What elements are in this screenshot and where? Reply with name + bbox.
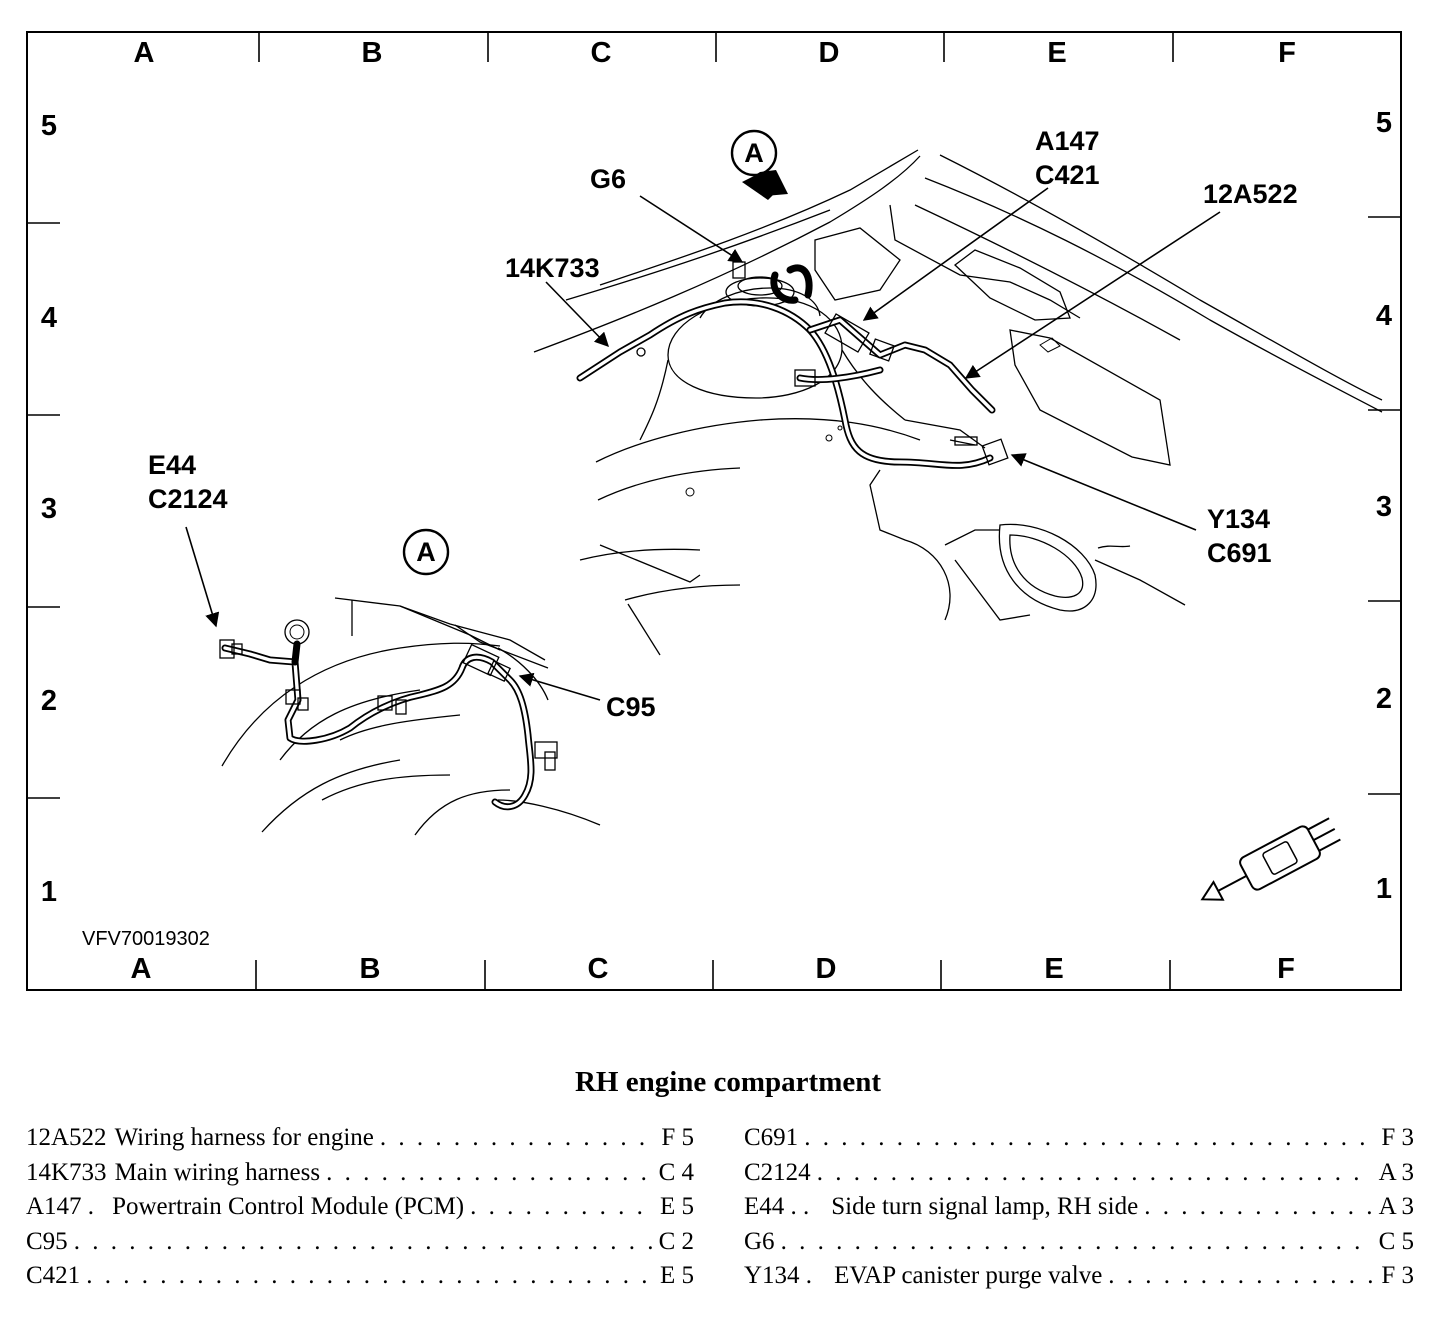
row-label-5: 5 <box>1376 107 1392 139</box>
callout-e44: E44 <box>148 450 196 480</box>
row-label-1: 1 <box>41 876 57 908</box>
legend-location: F 5 <box>661 1124 694 1151</box>
row-label-3: 3 <box>1376 491 1392 523</box>
callout-12a522: 12A522 <box>1203 179 1298 209</box>
leader-dots <box>74 1228 653 1256</box>
legend-location: E 5 <box>659 1193 694 1220</box>
legend-row: 12A522 Wiring harness for engine F 5 <box>26 1124 694 1159</box>
legend-code: C691 <box>744 1124 799 1151</box>
row-ticks <box>27 216 1401 799</box>
grid-labels-top: A B C D E F <box>134 37 1296 69</box>
legend-code: C95 <box>26 1227 68 1255</box>
grid-labels-right: 5 4 3 2 1 <box>1376 107 1392 905</box>
legend-location: F 3 <box>1381 1262 1414 1289</box>
col-label-a: A <box>131 953 152 985</box>
legend-description: Wiring harness for engine <box>114 1124 374 1151</box>
legend-row: A147 . Powertrain Control Module (PCM) E… <box>26 1193 694 1228</box>
leader-dots <box>380 1124 655 1152</box>
grid-labels-bottom: A B C D E F <box>131 953 1295 985</box>
leader-dots <box>781 1228 1373 1256</box>
callout-c95: C95 <box>606 692 656 722</box>
legend-code: E44 . . <box>744 1193 810 1220</box>
legend-location: C 5 <box>1378 1227 1414 1255</box>
callout-a147: A147 <box>1035 126 1100 156</box>
legend-row: 14K733 Main wiring harness C 4 <box>26 1159 694 1194</box>
legend-location: C 2 <box>658 1227 694 1255</box>
legend-description: Powertrain Control Module (PCM) <box>112 1193 465 1220</box>
callout-leaders <box>185 187 1221 701</box>
col-label-b: B <box>360 953 381 985</box>
legend-location: E 5 <box>659 1262 694 1289</box>
legend-code: G6 <box>744 1227 775 1255</box>
callout-c691: C691 <box>1207 538 1272 568</box>
leader-dots <box>1144 1193 1372 1221</box>
wiring-location-diagram: A B C D E F A B C D E F 5 4 3 2 1 5 4 3 … <box>26 31 1402 991</box>
vehicle-orientation-icon <box>1200 817 1341 901</box>
legend-row: G6 C 5 <box>744 1228 1414 1263</box>
col-label-d: D <box>819 37 840 69</box>
view-a-drawing <box>219 597 601 836</box>
legend-row: Y134 . EVAP canister purge valve F 3 <box>744 1262 1414 1297</box>
legend-location: A 3 <box>1378 1193 1414 1220</box>
row-label-5: 5 <box>41 110 57 142</box>
callout-c2124: C2124 <box>148 484 228 514</box>
leader-dots <box>804 1124 1375 1152</box>
legend-row: C2124 A 3 <box>744 1159 1414 1194</box>
legend-left-column: 12A522 Wiring harness for engine F 5 14K… <box>26 1124 694 1297</box>
callout-c421: C421 <box>1035 160 1100 190</box>
legend-row: C691 F 3 <box>744 1124 1414 1159</box>
legend-code: 12A522 <box>26 1124 107 1151</box>
col-label-e: E <box>1044 953 1063 985</box>
legend-code: Y134 . <box>744 1262 813 1289</box>
diagram-caption: RH engine compartment <box>574 1066 882 1098</box>
figure-id: VFV70019302 <box>82 928 210 950</box>
callout-14k733: 14K733 <box>505 253 600 283</box>
legend-description: EVAP canister purge valve <box>834 1262 1103 1289</box>
callout-g6: G6 <box>590 164 626 194</box>
legend-description: Main wiring harness <box>114 1158 321 1186</box>
leader-dots <box>326 1159 652 1187</box>
diagram-frame <box>26 31 1402 991</box>
legend-code: C2124 <box>744 1158 811 1186</box>
column-ticks <box>255 32 1174 990</box>
view-marker-bottom: A <box>402 528 450 576</box>
col-label-c: C <box>591 37 612 69</box>
grid-labels-left: 5 4 3 2 1 <box>41 110 57 908</box>
leader-dots <box>470 1193 654 1221</box>
legend-code: A147 . <box>26 1193 95 1220</box>
legend-row: C95 C 2 <box>26 1228 694 1263</box>
leader-dots <box>86 1262 654 1290</box>
col-label-f: F <box>1277 953 1295 985</box>
col-label-c: C <box>588 953 609 985</box>
leader-dots <box>1108 1262 1375 1290</box>
leader-dots <box>817 1159 1373 1187</box>
col-label-f: F <box>1278 37 1296 69</box>
engine-compartment-drawing <box>533 149 1383 656</box>
col-label-d: D <box>816 953 837 985</box>
row-label-2: 2 <box>1376 683 1392 715</box>
row-label-3: 3 <box>41 493 57 525</box>
legend-description: Side turn signal lamp, RH side <box>831 1193 1139 1220</box>
view-marker-top: A <box>730 129 788 200</box>
legend-row: C421 E 5 <box>26 1262 694 1297</box>
row-label-4: 4 <box>41 302 57 334</box>
col-label-a: A <box>134 37 155 69</box>
row-label-2: 2 <box>41 685 57 717</box>
legend-location: A 3 <box>1378 1158 1414 1186</box>
legend-location: F 3 <box>1381 1124 1414 1151</box>
legend-code: C421 <box>26 1262 81 1289</box>
view-marker-letter: A <box>744 138 764 168</box>
callout-labels: G6 14K733 A147 C421 12A522 E44 C2124 Y13… <box>148 126 1298 722</box>
legend-location: C 4 <box>658 1158 694 1186</box>
legend-right-column: C691 F 3 C2124 A 3 E44 . . Side turn sig… <box>744 1124 1414 1297</box>
callout-y134: Y134 <box>1207 504 1270 534</box>
row-label-1: 1 <box>1376 873 1392 905</box>
legend-row: E44 . . Side turn signal lamp, RH side A… <box>744 1193 1414 1228</box>
col-label-e: E <box>1047 37 1066 69</box>
legend-code: 14K733 <box>26 1158 107 1186</box>
col-label-b: B <box>362 37 383 69</box>
view-marker-letter: A <box>416 537 436 567</box>
row-label-4: 4 <box>1376 300 1392 332</box>
